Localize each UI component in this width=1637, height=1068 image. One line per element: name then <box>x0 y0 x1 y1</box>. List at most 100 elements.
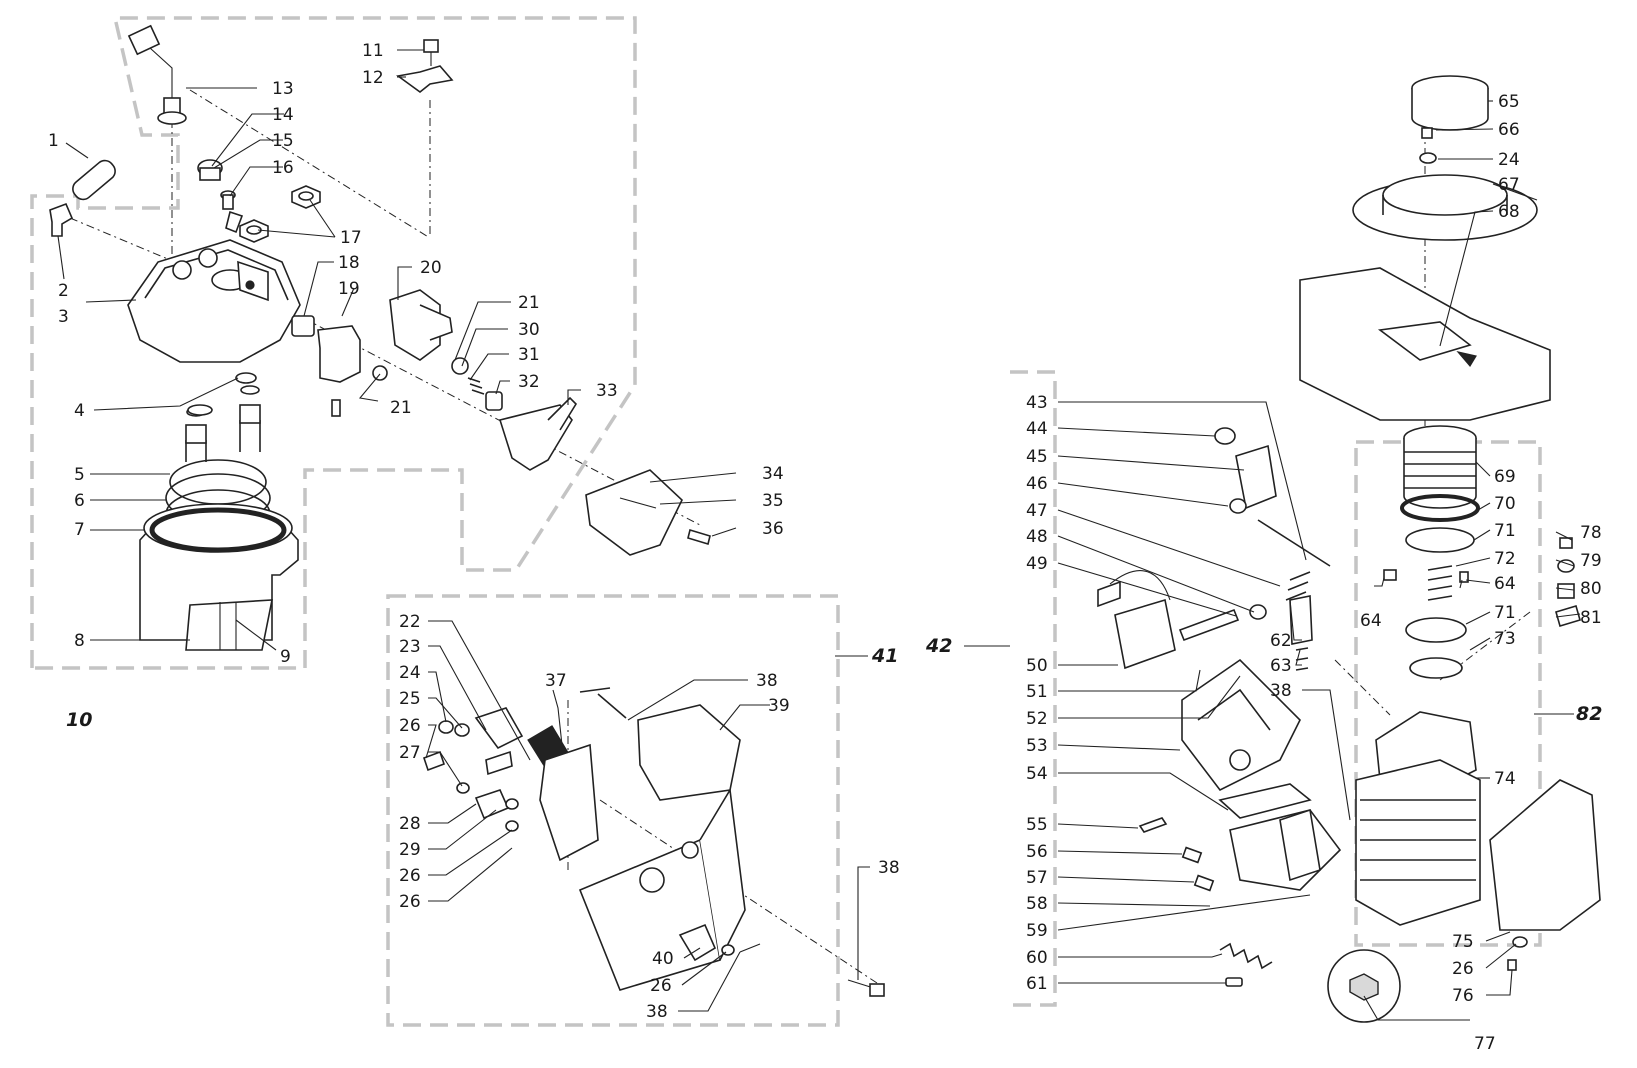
callout-labels: 1 2 3 4 5 6 7 8 9 11 12 13 14 15 16 17 1… <box>48 41 1602 1054</box>
fastener-parts <box>197 159 321 243</box>
callout-78: 78 <box>1580 523 1602 543</box>
callout-71-lower: 71 <box>1494 603 1516 623</box>
callout-26-pump-a: 26 <box>399 716 421 736</box>
probe-part <box>127 24 187 125</box>
callout-13: 13 <box>272 79 294 99</box>
group-label-82: 82 <box>1576 703 1602 725</box>
callout-57: 57 <box>1026 868 1048 888</box>
group-label-41: 41 <box>871 645 898 667</box>
axis-fitting <box>69 217 176 263</box>
callout-9: 9 <box>280 647 291 667</box>
callout-20: 20 <box>420 258 442 278</box>
callout-31: 31 <box>518 345 540 365</box>
callout-50: 50 <box>1026 656 1048 676</box>
callout-64-right: 64 <box>1494 574 1516 594</box>
callout-23: 23 <box>399 637 421 657</box>
callout-73: 73 <box>1494 629 1516 649</box>
callout-60: 60 <box>1026 948 1048 968</box>
callout-1: 1 <box>48 131 59 151</box>
callout-28: 28 <box>399 814 421 834</box>
callout-43: 43 <box>1026 393 1048 413</box>
callout-44: 44 <box>1026 419 1048 439</box>
callout-38-pump-bottom: 38 <box>646 1002 668 1022</box>
frame-group-82-grinder <box>1354 440 1542 947</box>
callout-3: 3 <box>58 307 69 327</box>
callout-55: 55 <box>1026 815 1048 835</box>
callout-69: 69 <box>1494 467 1516 487</box>
callout-75: 75 <box>1452 932 1474 952</box>
boiler-body-part <box>139 503 299 651</box>
callout-18: 18 <box>338 253 360 273</box>
callout-47: 47 <box>1026 501 1048 521</box>
doser-group-parts <box>1097 427 1342 987</box>
callout-56: 56 <box>1026 842 1048 862</box>
axis-doser-link <box>1334 659 1391 716</box>
callout-8: 8 <box>74 631 85 651</box>
grinder-group-parts <box>1299 75 1601 1023</box>
callout-17: 17 <box>340 228 362 248</box>
callout-52: 52 <box>1026 709 1048 729</box>
callout-27: 27 <box>399 743 421 763</box>
leader-lines <box>57 49 1581 1021</box>
callout-7: 7 <box>74 520 85 540</box>
callout-58: 58 <box>1026 894 1048 914</box>
callout-33: 33 <box>596 381 618 401</box>
callout-26-grinder: 26 <box>1452 959 1474 979</box>
callout-38-pump-side: 38 <box>878 858 900 878</box>
callout-53: 53 <box>1026 736 1048 756</box>
callout-6: 6 <box>74 491 85 511</box>
callout-49: 49 <box>1026 554 1048 574</box>
callout-64-left: 64 <box>1360 611 1382 631</box>
callout-2: 2 <box>58 281 69 301</box>
elbow-fitting-part <box>49 202 74 237</box>
callout-12: 12 <box>362 68 384 88</box>
callout-19: 19 <box>338 279 360 299</box>
callout-46: 46 <box>1026 474 1048 494</box>
callout-48: 48 <box>1026 527 1048 547</box>
screw-and-clip-parts <box>396 39 454 94</box>
group-label-10: 10 <box>66 709 92 731</box>
callout-4: 4 <box>74 401 85 421</box>
callout-74: 74 <box>1494 769 1516 789</box>
callout-38-pump-top: 38 <box>756 671 778 691</box>
callout-45: 45 <box>1026 447 1048 467</box>
callout-26-pump-c: 26 <box>399 892 421 912</box>
callout-51: 51 <box>1026 682 1048 702</box>
callout-79: 79 <box>1580 551 1602 571</box>
valve-line-parts <box>291 289 711 556</box>
callout-15: 15 <box>272 131 294 151</box>
callout-14: 14 <box>272 105 294 125</box>
callout-54: 54 <box>1026 764 1048 784</box>
callout-66: 66 <box>1498 120 1520 140</box>
callout-24-pump: 24 <box>399 663 421 683</box>
callout-29: 29 <box>399 840 421 860</box>
callout-26-pump-b: 26 <box>399 866 421 886</box>
callout-37: 37 <box>545 671 567 691</box>
callout-16: 16 <box>272 158 294 178</box>
axis-boiler-diagonal <box>189 89 431 239</box>
group-labels: 10 41 42 82 <box>66 635 1602 731</box>
pump-group-parts <box>422 687 885 997</box>
callout-11: 11 <box>362 41 384 61</box>
callout-61: 61 <box>1026 974 1048 994</box>
callout-71-upper: 71 <box>1494 521 1516 541</box>
group-frames <box>30 16 1542 1027</box>
callout-72: 72 <box>1494 549 1516 569</box>
callout-63: 63 <box>1270 656 1292 676</box>
callout-38-doser: 38 <box>1270 681 1292 701</box>
callout-81: 81 <box>1580 608 1602 628</box>
frame-group-10-boiler <box>30 16 637 670</box>
callout-26-pump-d: 26 <box>650 976 672 996</box>
callout-25: 25 <box>399 689 421 709</box>
callout-77: 77 <box>1474 1034 1496 1054</box>
part-drawings <box>49 24 1601 1023</box>
frame-group-41-pump <box>386 594 840 1027</box>
boiler-cap-part <box>127 239 301 363</box>
callout-21-valve: 21 <box>518 293 540 313</box>
callout-24-grinder: 24 <box>1498 150 1520 170</box>
callout-80: 80 <box>1580 579 1602 599</box>
callout-68: 68 <box>1498 202 1520 222</box>
callout-39: 39 <box>768 696 790 716</box>
callout-59: 59 <box>1026 921 1048 941</box>
